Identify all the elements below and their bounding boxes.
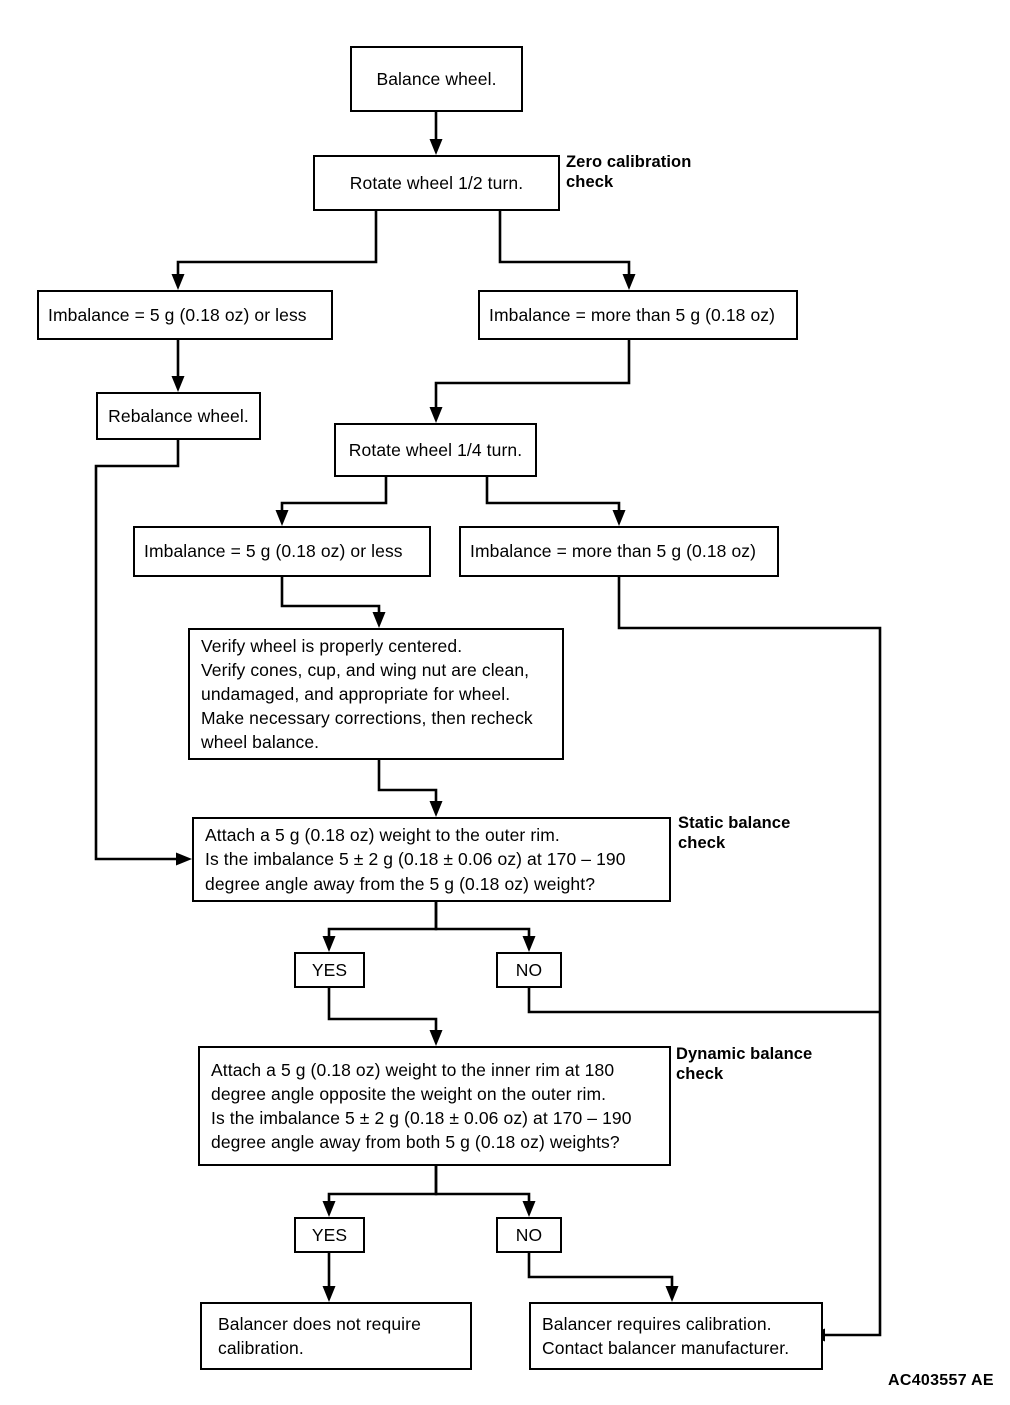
node-dynamic-yes[interactable]: YES [294,1217,365,1253]
node-balance-wheel-label: Balance wheel. [376,68,497,89]
node-imbalance-5g-or-less-1[interactable]: Imbalance = 5 g (0.18 oz) or less [37,290,333,340]
node-static-yes-label: YES [311,959,348,980]
node-result-no-calibration[interactable]: Balancer does not require calibration. [200,1302,472,1370]
node-result-requires-calibration[interactable]: Balancer requires calibration. Contact b… [529,1302,823,1370]
node-rotate-quarter-turn[interactable]: Rotate wheel 1/4 turn. [334,423,537,477]
node-verify-wheel-setup[interactable]: Verify wheel is properly centered. Verif… [188,628,564,760]
node-dynamic-balance-check[interactable]: Attach a 5 g (0.18 oz) weight to the inn… [198,1046,671,1166]
node-static-balance-check[interactable]: Attach a 5 g (0.18 oz) weight to the out… [192,817,671,902]
node-imbalance-5g-or-less-2-label: Imbalance = 5 g (0.18 oz) or less [144,541,403,562]
node-rotate-quarter-turn-label: Rotate wheel 1/4 turn. [348,439,523,460]
node-imbalance-5g-or-less-2[interactable]: Imbalance = 5 g (0.18 oz) or less [133,526,431,577]
node-rotate-half-turn-label: Rotate wheel 1/2 turn. [349,172,524,193]
node-result-requires-calibration-label: Balancer requires calibration. Contact b… [542,1313,790,1358]
node-balance-wheel[interactable]: Balance wheel. [350,46,523,112]
node-imbalance-more-than-5g-2[interactable]: Imbalance = more than 5 g (0.18 oz) [459,526,779,577]
figure-code: AC403557 AE [888,1372,994,1389]
annotation-static-balance-check: Static balance check [678,814,791,853]
node-rotate-half-turn[interactable]: Rotate wheel 1/2 turn. [313,155,560,211]
node-static-balance-check-label: Attach a 5 g (0.18 oz) weight to the out… [205,825,626,894]
node-dynamic-no[interactable]: NO [496,1217,562,1253]
node-result-no-calibration-label: Balancer does not require calibration. [218,1313,421,1358]
node-dynamic-no-label: NO [515,1224,543,1245]
node-imbalance-5g-or-less-1-label: Imbalance = 5 g (0.18 oz) or less [48,304,307,325]
node-dynamic-yes-label: YES [311,1224,348,1245]
node-static-yes[interactable]: YES [294,952,365,988]
node-static-no[interactable]: NO [496,952,562,988]
node-imbalance-more-than-5g-1[interactable]: Imbalance = more than 5 g (0.18 oz) [478,290,798,340]
node-dynamic-balance-check-label: Attach a 5 g (0.18 oz) weight to the inn… [211,1059,632,1153]
node-rebalance-wheel-label: Rebalance wheel. [108,405,249,426]
node-imbalance-more-than-5g-1-label: Imbalance = more than 5 g (0.18 oz) [489,304,776,325]
annotation-dynamic-balance-check: Dynamic balance check [676,1045,813,1084]
node-verify-wheel-setup-label: Verify wheel is properly centered. Verif… [201,635,533,753]
node-static-no-label: NO [515,959,543,980]
node-rebalance-wheel[interactable]: Rebalance wheel. [96,392,261,440]
node-imbalance-more-than-5g-2-label: Imbalance = more than 5 g (0.18 oz) [470,541,757,562]
annotation-zero-calibration-check: Zero calibration check [566,153,692,192]
